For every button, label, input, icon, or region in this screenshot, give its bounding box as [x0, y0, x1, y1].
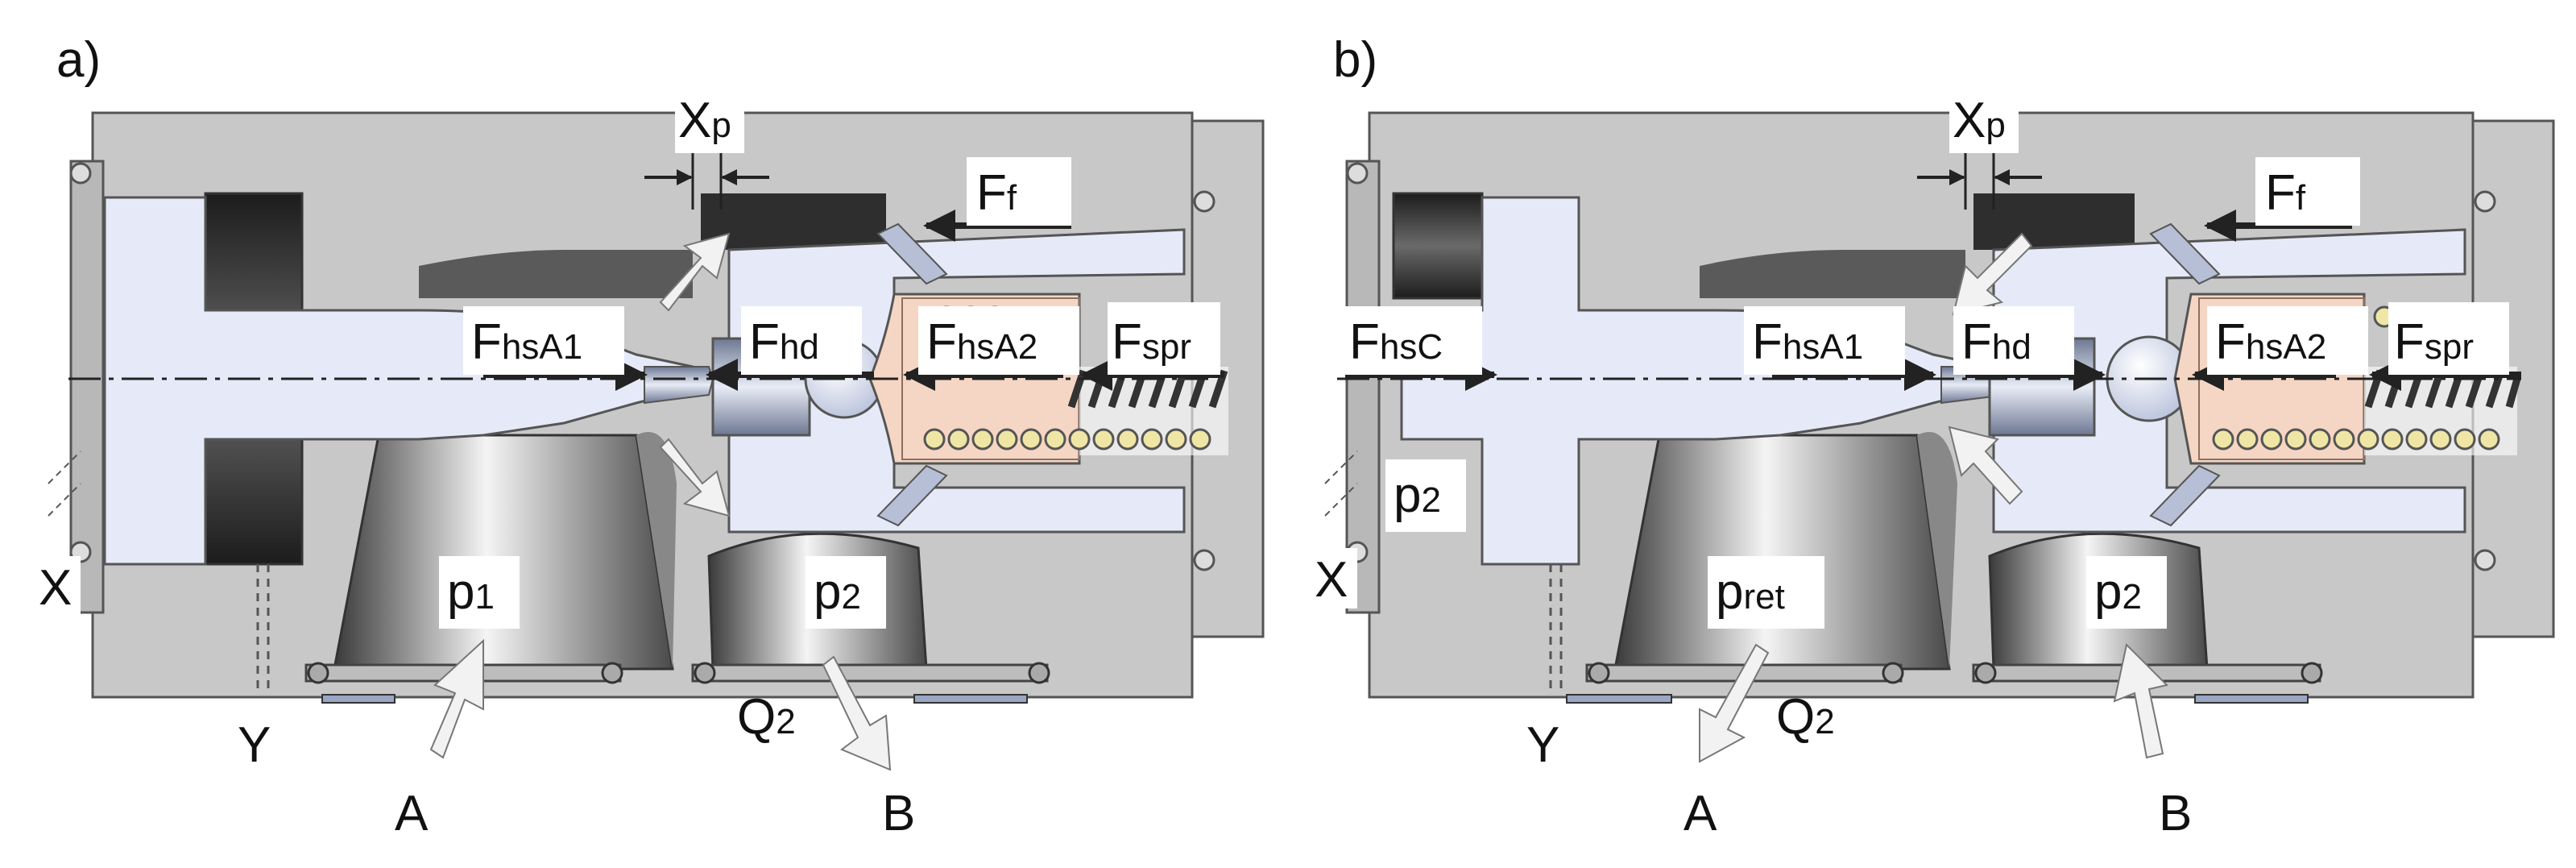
pilot-housing	[727, 228, 1186, 534]
port-a-channel	[1613, 434, 1951, 671]
center-cavity	[419, 250, 693, 298]
port-b-label: B	[2159, 786, 2192, 841]
label-q2: Q2	[737, 689, 796, 745]
label-ff: Ff	[976, 165, 1017, 221]
panel-a: a) Xp Ff FhsA1 Fhd FhsA2 Fspr p1 p2 Q2 X…	[32, 32, 1265, 841]
upper-bore	[701, 193, 886, 250]
upper-bore	[1973, 193, 2135, 250]
flow-arrow-up	[659, 232, 731, 312]
label-fhsc: FhsC	[1349, 314, 1443, 370]
port-x-label: X	[1315, 552, 1348, 608]
label-fhd: Fhd	[749, 314, 819, 370]
label-xp: Xp	[678, 93, 731, 148]
label-ff: Ff	[2265, 165, 2306, 221]
flow-arrow-up	[1948, 426, 2023, 505]
left-bore	[1392, 192, 1484, 300]
label-fhd: Fhd	[1961, 314, 2031, 370]
center-cavity	[1700, 250, 1965, 298]
flow-arrow-b-in	[2113, 642, 2168, 759]
label-fhsa2: FhsA2	[926, 314, 1037, 370]
label-fhsa1: FhsA1	[1752, 314, 1863, 370]
left-cap	[1345, 160, 1381, 614]
panel-label-a: a)	[56, 32, 101, 88]
port-y-label: Y	[238, 717, 271, 773]
port-a-channel	[333, 434, 674, 671]
label-xp: Xp	[1953, 93, 2006, 148]
label-fspr: Fspr	[2394, 314, 2474, 370]
label-fhsa2: FhsA2	[2215, 314, 2326, 370]
flow-arrow-a-in	[429, 638, 484, 759]
flow-arrow-a-out	[1699, 643, 1770, 763]
label-fhsa1: FhsA1	[471, 314, 582, 370]
port-b-label: B	[882, 786, 915, 841]
flow-arrow-q-out	[822, 655, 892, 771]
label-p1: p1	[447, 564, 495, 620]
left-cap	[69, 160, 105, 614]
label-p2: p2	[2094, 564, 2142, 620]
label-fspr: Fspr	[1112, 314, 1191, 370]
panel-label-b: b)	[1333, 32, 1377, 88]
port-y-label: Y	[1526, 717, 1559, 773]
label-q2: Q2	[1776, 689, 1835, 745]
port-a-label: A	[395, 786, 429, 841]
label-p2: p2	[814, 564, 861, 620]
panel-b: b) Xp Ff FhsC FhsA1 Fhd FhsA2 Fspr p2 pr…	[1309, 32, 2555, 841]
pilot-housing	[1992, 228, 2466, 534]
label-p2-left: p2	[1394, 467, 1441, 523]
flow-arrow-down	[659, 438, 731, 517]
port-a-label: A	[1684, 786, 1717, 841]
label-pret: pret	[1716, 564, 1785, 620]
port-x-label: X	[39, 560, 72, 616]
